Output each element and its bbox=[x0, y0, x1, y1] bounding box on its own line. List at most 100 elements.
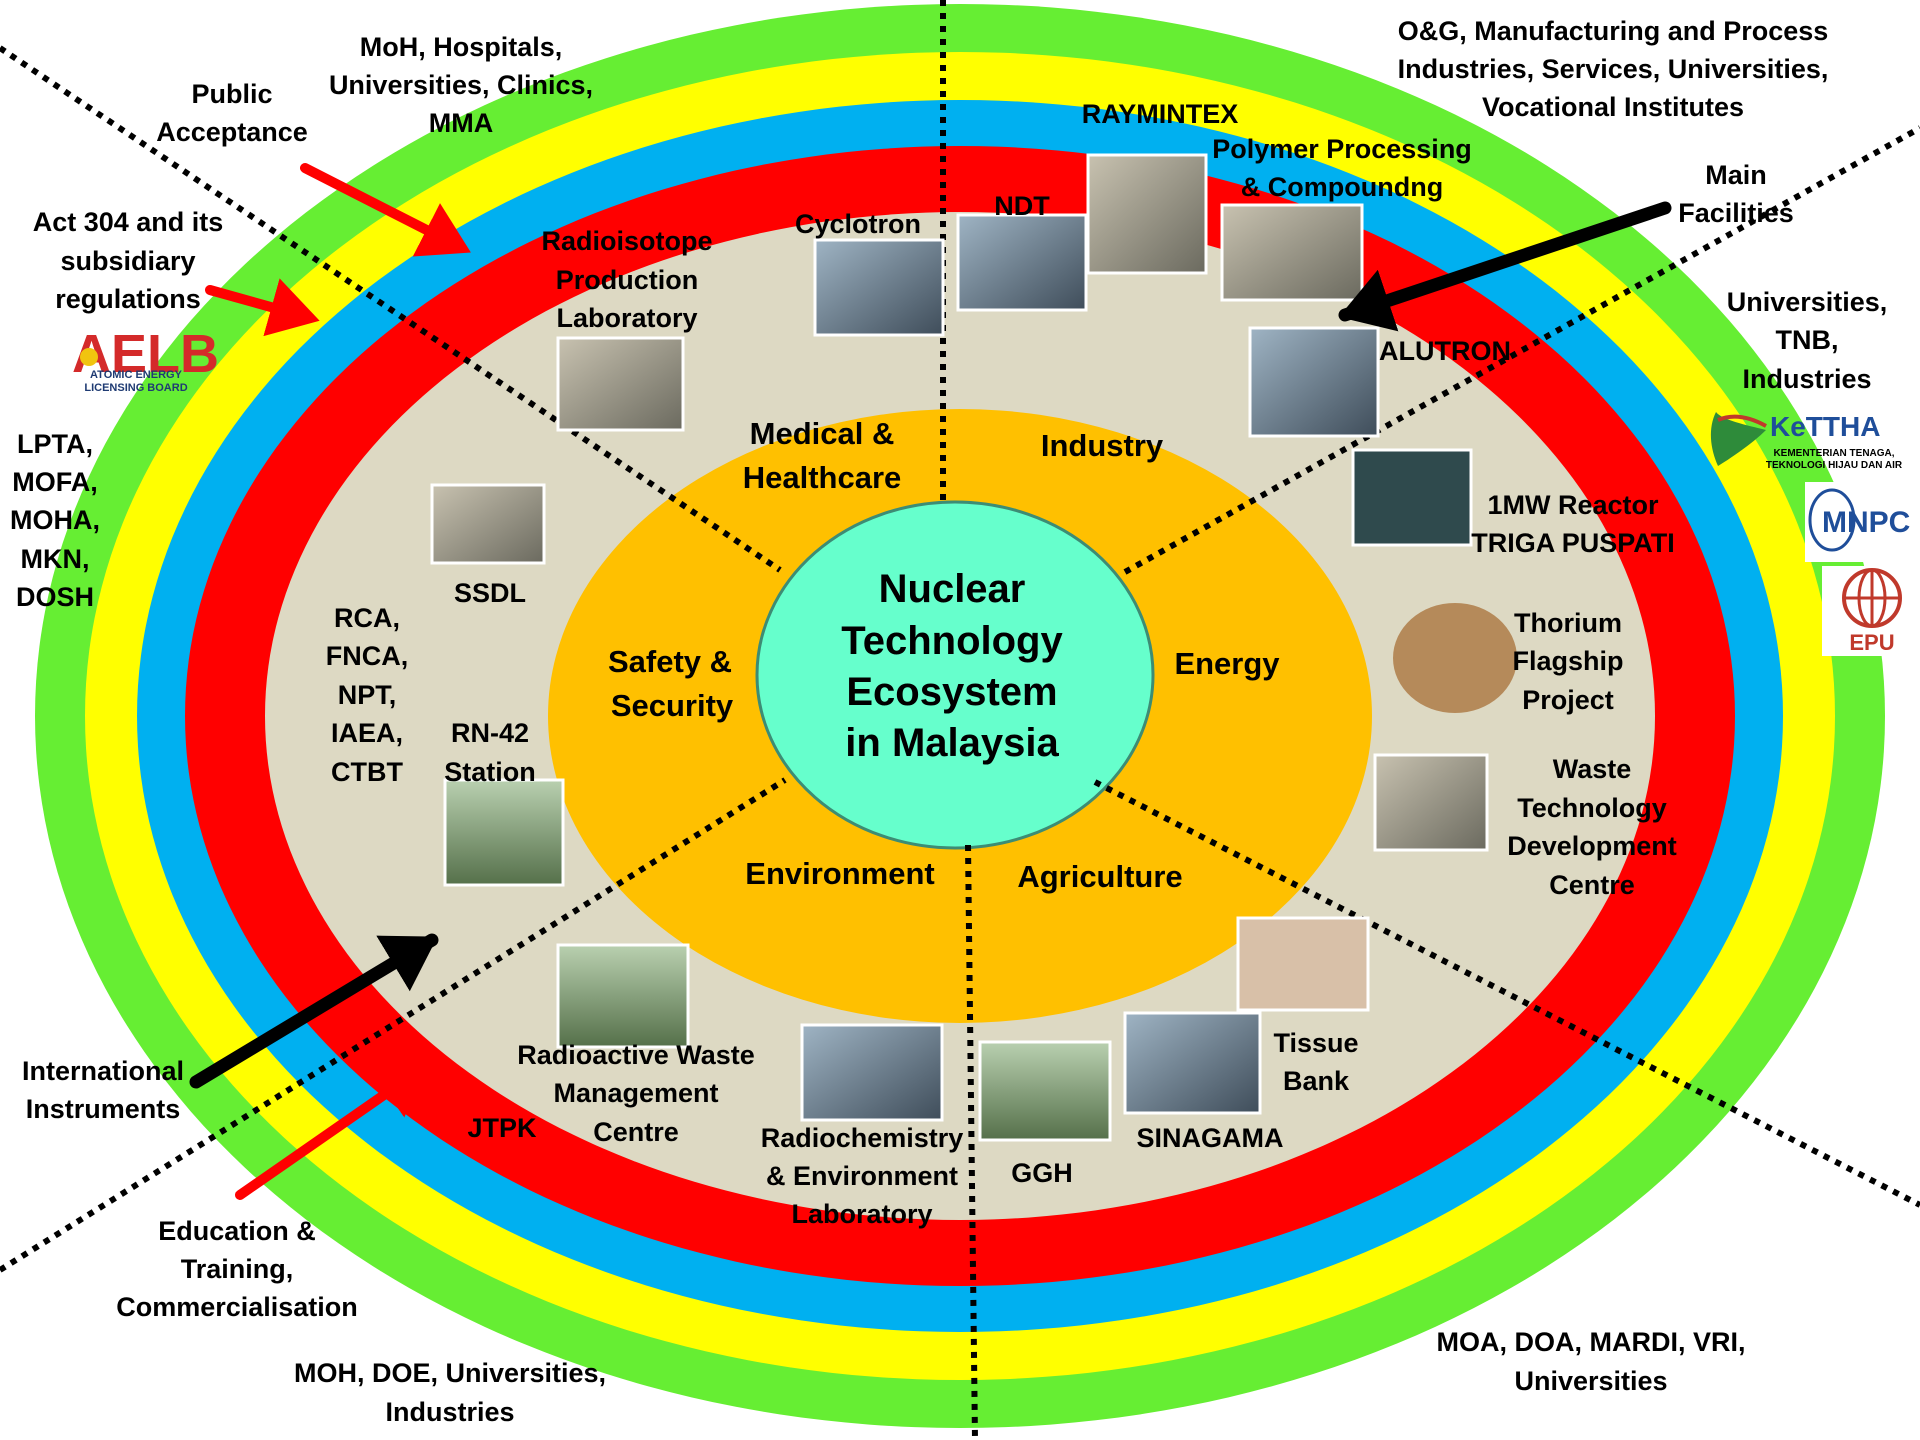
label-thorium: Flagship bbox=[1512, 646, 1623, 676]
ssdl-photo bbox=[430, 483, 546, 565]
tissue-bank-photo bbox=[1236, 916, 1370, 1012]
label-raymintex: RAYMINTEX bbox=[1082, 99, 1239, 129]
label-radiochem: Laboratory bbox=[791, 1199, 932, 1229]
divider-upper-left bbox=[0, 45, 782, 573]
sector-industry: Industry bbox=[1041, 428, 1164, 463]
international-arrow bbox=[189, 933, 439, 1089]
divider-lower-right bbox=[1093, 779, 1920, 1208]
label-energy-side: Industries bbox=[1742, 364, 1871, 394]
label-radioisotope: Laboratory bbox=[556, 303, 697, 333]
cyclotron-photo bbox=[813, 238, 945, 337]
aelb-sub: ATOMIC ENERGY bbox=[90, 369, 183, 381]
label-jtpk: JTPK bbox=[467, 1113, 537, 1143]
label-thorium: Project bbox=[1522, 685, 1614, 715]
center-line: Nuclear bbox=[879, 567, 1026, 611]
epu-mark: EPU bbox=[1849, 630, 1894, 655]
waste-tech-photo bbox=[1373, 753, 1489, 852]
label-safety-side: DOSH bbox=[16, 582, 94, 612]
epu-logo: EPU bbox=[1822, 566, 1920, 656]
rn42-photo bbox=[443, 778, 565, 887]
label-radiochem: Radiochemistry bbox=[761, 1123, 964, 1153]
label-radwaste: Centre bbox=[593, 1117, 679, 1147]
label-reactor: 1MW Reactor bbox=[1487, 490, 1659, 520]
center-line: Ecosystem bbox=[846, 670, 1057, 714]
radwaste-photo bbox=[556, 943, 690, 1049]
label-alutron: ALUTRON bbox=[1379, 336, 1511, 366]
label-safety-side: MOHA, bbox=[10, 505, 100, 535]
radioisotope-lab-photo bbox=[556, 336, 685, 432]
label-top-industry: O&G, Manufacturing and Process bbox=[1398, 16, 1829, 46]
label-top-industry: Vocational Institutes bbox=[1482, 92, 1744, 122]
raymintex-photo bbox=[1086, 153, 1208, 275]
label-rn42: Station bbox=[444, 757, 536, 787]
sector-energy: Energy bbox=[1174, 646, 1280, 681]
stakeholder-labels: MoH, Hospitals, Universities, Clinics, M… bbox=[10, 16, 1887, 1427]
label-education: Education & bbox=[158, 1216, 316, 1246]
label-education: Commercialisation bbox=[116, 1292, 358, 1322]
label-top-medical: Universities, Clinics, bbox=[329, 70, 593, 100]
kettha-logo: KeTTHA KEMENTERIAN TENAGA, TEKNOLOGI HIJ… bbox=[1710, 411, 1903, 471]
label-public-acceptance: Public bbox=[191, 79, 272, 109]
label-agriculture-bottom: Universities bbox=[1514, 1366, 1667, 1396]
center-title: Nuclear Technology Ecosystem in Malaysia bbox=[841, 567, 1063, 765]
thorium-photo bbox=[1393, 603, 1517, 713]
label-reactor: TRIGA PUSPATI bbox=[1471, 528, 1675, 558]
label-environment-bottom: Industries bbox=[385, 1397, 514, 1427]
aelb-emblem-icon bbox=[80, 348, 98, 366]
label-polymer: Polymer Processing bbox=[1212, 134, 1472, 164]
label-ssdl: SSDL bbox=[454, 578, 526, 608]
label-energy-side: Universities, bbox=[1727, 287, 1888, 317]
kettha-leaf-icon bbox=[1710, 412, 1766, 466]
label-intl-orgs: FNCA, bbox=[326, 641, 409, 671]
kettha-sub: KEMENTERIAN TENAGA, bbox=[1773, 448, 1894, 459]
label-international: International bbox=[22, 1056, 184, 1086]
label-intl-orgs: NPT, bbox=[338, 680, 397, 710]
label-education: Training, bbox=[181, 1254, 294, 1284]
label-ggh: GGH bbox=[1011, 1158, 1073, 1188]
alutron-photo bbox=[1248, 326, 1380, 438]
label-radiochem: & Environment bbox=[766, 1161, 958, 1191]
label-safety-side: LPTA, bbox=[17, 429, 93, 459]
label-international: Instruments bbox=[26, 1094, 181, 1124]
facility-photos bbox=[430, 153, 1517, 1142]
kettha-sub: TEKNOLOGI HIJAU DAN AIR bbox=[1766, 460, 1903, 471]
sinagama-photo bbox=[1123, 1011, 1262, 1115]
mnpc-mark: MNPC bbox=[1822, 506, 1910, 539]
label-waste-tech: Development bbox=[1507, 831, 1677, 861]
label-rn42: RN-42 bbox=[451, 718, 529, 748]
sector-medical: Healthcare bbox=[743, 460, 902, 495]
mnpc-logo: MNPC bbox=[1805, 482, 1920, 562]
sector-labels: Medical & Healthcare Industry Energy Agr… bbox=[608, 416, 1280, 894]
ggh-photo bbox=[978, 1040, 1112, 1142]
radiochem-photo bbox=[800, 1023, 944, 1122]
label-public-acceptance: Acceptance bbox=[156, 117, 308, 147]
ndt-photo bbox=[956, 213, 1088, 312]
center-line: Technology bbox=[841, 619, 1063, 663]
arrows bbox=[189, 163, 1672, 1200]
label-main-facilities: Facilities bbox=[1678, 198, 1794, 228]
facility-labels: RAYMINTEX Polymer Processing & Compoundn… bbox=[326, 99, 1677, 1229]
label-sinagama: SINAGAMA bbox=[1137, 1123, 1284, 1153]
label-top-industry: Industries, Services, Universities, bbox=[1398, 54, 1829, 84]
label-main-facilities: Main bbox=[1705, 160, 1767, 190]
sector-agriculture: Agriculture bbox=[1017, 859, 1182, 894]
label-environment-bottom: MOH, DOE, Universities, bbox=[294, 1358, 606, 1388]
act304-arrow bbox=[205, 278, 320, 337]
aelb-logo: AELB ATOMIC ENERGY LICENSING BOARD bbox=[72, 324, 219, 394]
kettha-mark: KeTTHA bbox=[1770, 411, 1880, 442]
mnpc-orbit-icon bbox=[1808, 488, 1856, 552]
sector-safety: Safety & bbox=[608, 644, 732, 679]
divider-bottom bbox=[965, 844, 978, 1440]
label-energy-side: TNB, bbox=[1776, 325, 1839, 355]
label-act304: subsidiary bbox=[60, 246, 195, 276]
label-cyclotron: Cyclotron bbox=[795, 209, 921, 239]
label-tissue-bank: Bank bbox=[1283, 1066, 1350, 1096]
label-radwaste: Radioactive Waste bbox=[517, 1040, 755, 1070]
label-act304: regulations bbox=[55, 284, 201, 314]
sector-safety: Security bbox=[611, 688, 734, 723]
label-intl-orgs: RCA, bbox=[334, 603, 400, 633]
center-circle bbox=[755, 500, 1155, 850]
label-radwaste: Management bbox=[553, 1078, 718, 1108]
label-intl-orgs: CTBT bbox=[331, 757, 403, 787]
